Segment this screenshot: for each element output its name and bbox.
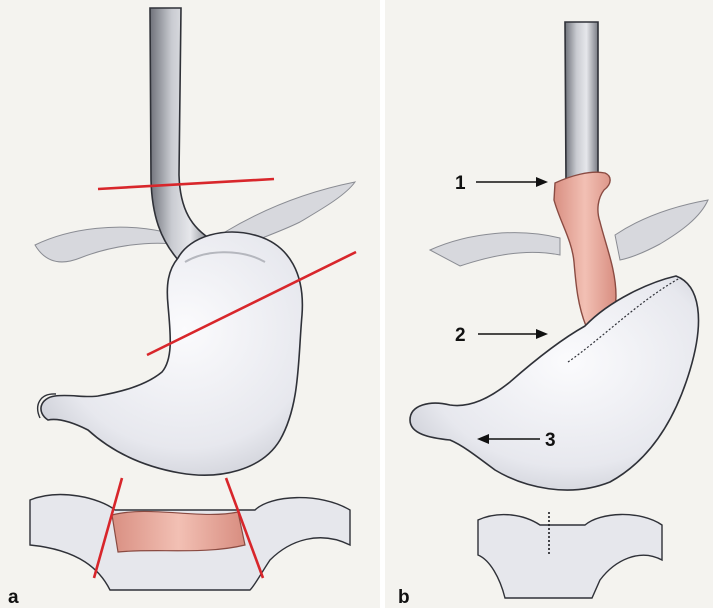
resected-colon-segment [112,511,245,552]
esophagus-remnant [565,22,598,182]
panel-a-label: a [8,587,19,608]
callout-3-label: 3 [545,430,556,451]
panel-b-label: b [398,587,410,608]
callout-2-label: 2 [455,325,466,346]
panel-divider [380,0,385,608]
callout-1-label: 1 [455,173,466,194]
